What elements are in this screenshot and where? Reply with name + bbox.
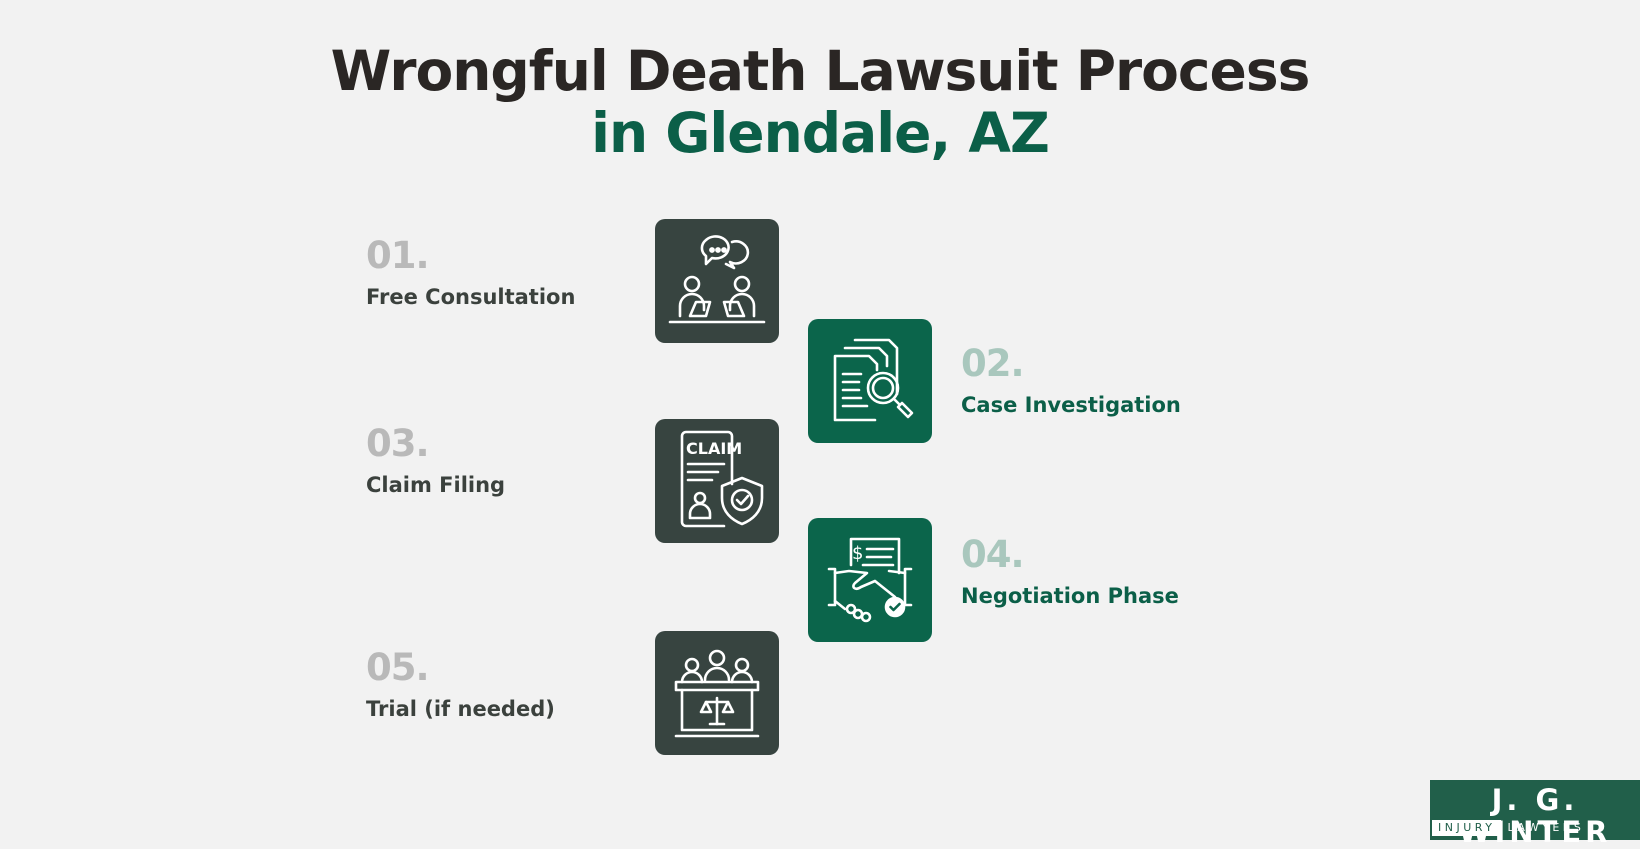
- step-01: 01. Free Consultation: [366, 234, 575, 310]
- step-label: Trial (if needed): [366, 697, 555, 721]
- consultation-icon: [655, 219, 779, 343]
- courtroom-icon: [655, 631, 779, 755]
- step-03: 03. Claim Filing: [366, 422, 505, 498]
- step-02: 02. Case Investigation: [961, 342, 1181, 418]
- step-label: Claim Filing: [366, 473, 506, 497]
- logo-sub-left: INJURY: [1432, 820, 1502, 836]
- handshake-agreement-icon: $: [808, 518, 932, 642]
- step-number: 01.: [366, 234, 430, 277]
- step-label: Case Investigation: [961, 393, 1181, 417]
- title-line-2: in Glendale, AZ: [591, 101, 1050, 165]
- title-line-1: Wrongful Death Lawsuit Process: [330, 39, 1311, 103]
- step-number: 03.: [366, 422, 430, 465]
- step-label: Free Consultation: [366, 285, 576, 309]
- logo-name: J. G. WINTER: [1458, 783, 1612, 849]
- company-logo: J. G. WINTER INJURY LAWYERS: [1430, 780, 1640, 848]
- logo-sub-right: LAWYERS: [1507, 821, 1585, 834]
- claim-document-icon: CLAIM: [655, 419, 779, 543]
- step-number: 05.: [366, 646, 430, 689]
- claim-icon-text: CLAIM: [686, 439, 742, 458]
- step-number: 04.: [961, 533, 1025, 576]
- step-number: 02.: [961, 342, 1025, 385]
- document-search-icon: [808, 319, 932, 443]
- svg-text:$: $: [852, 543, 863, 564]
- step-label: Negotiation Phase: [961, 584, 1179, 608]
- page-title: Wrongful Death Lawsuit Process in Glenda…: [0, 40, 1640, 164]
- step-05: 05. Trial (if needed): [366, 646, 555, 722]
- step-04: 04. Negotiation Phase: [961, 533, 1179, 609]
- logo-subtitle: INJURY LAWYERS: [1432, 820, 1636, 836]
